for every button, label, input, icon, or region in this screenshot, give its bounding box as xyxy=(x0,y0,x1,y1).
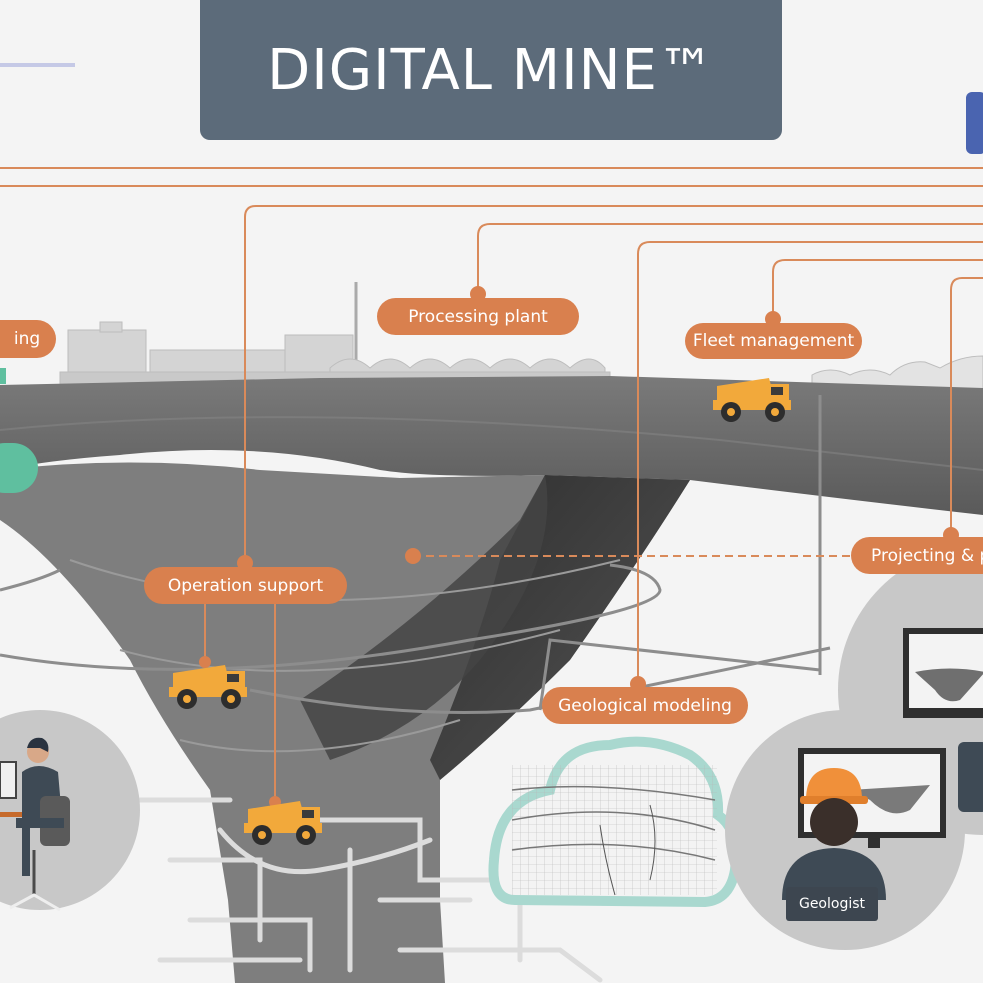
callout-left-partial-label: ing xyxy=(13,329,41,349)
haul-truck-icon xyxy=(713,378,791,422)
callout-projecting: Projecting & p xyxy=(851,537,983,574)
page-title-text: DIGITAL MINE™ xyxy=(267,37,715,103)
cloud-icon xyxy=(488,736,741,908)
blue-accent-tab xyxy=(966,92,983,154)
callout-fleet-management: Fleet management xyxy=(685,323,862,359)
haul-roads xyxy=(0,395,831,714)
callout-operation-support: Operation support xyxy=(144,567,347,604)
underground-tunnels xyxy=(137,797,603,983)
haul-truck-icon xyxy=(169,665,247,709)
callout-processing-plant: Processing plant xyxy=(377,298,579,335)
callout-operation-support-label: Operation support xyxy=(167,575,324,596)
page-title: DIGITAL MINE™ xyxy=(200,0,782,140)
monitor-icon xyxy=(903,628,983,718)
callout-geological-modeling: Geological modeling xyxy=(542,687,748,724)
worker-icon xyxy=(0,737,70,912)
pit-wall-shadow xyxy=(430,475,690,780)
callout-fleet-management-label: Fleet management xyxy=(692,331,855,351)
teal-accent-small xyxy=(0,368,6,384)
callout-projecting-label: Projecting & p xyxy=(871,545,983,566)
analyst-figure xyxy=(958,742,983,812)
callout-left-partial: ing xyxy=(0,320,56,358)
connector-lines xyxy=(0,167,983,802)
teal-accent-block xyxy=(0,443,38,493)
geologist-badge: Geologist xyxy=(786,887,878,921)
geologist-badge-label: Geologist xyxy=(798,896,866,912)
callout-processing-plant-label: Processing plant xyxy=(408,306,548,327)
callout-geological-modeling-label: Geological modeling xyxy=(558,695,732,716)
haul-truck-icon xyxy=(244,801,322,845)
